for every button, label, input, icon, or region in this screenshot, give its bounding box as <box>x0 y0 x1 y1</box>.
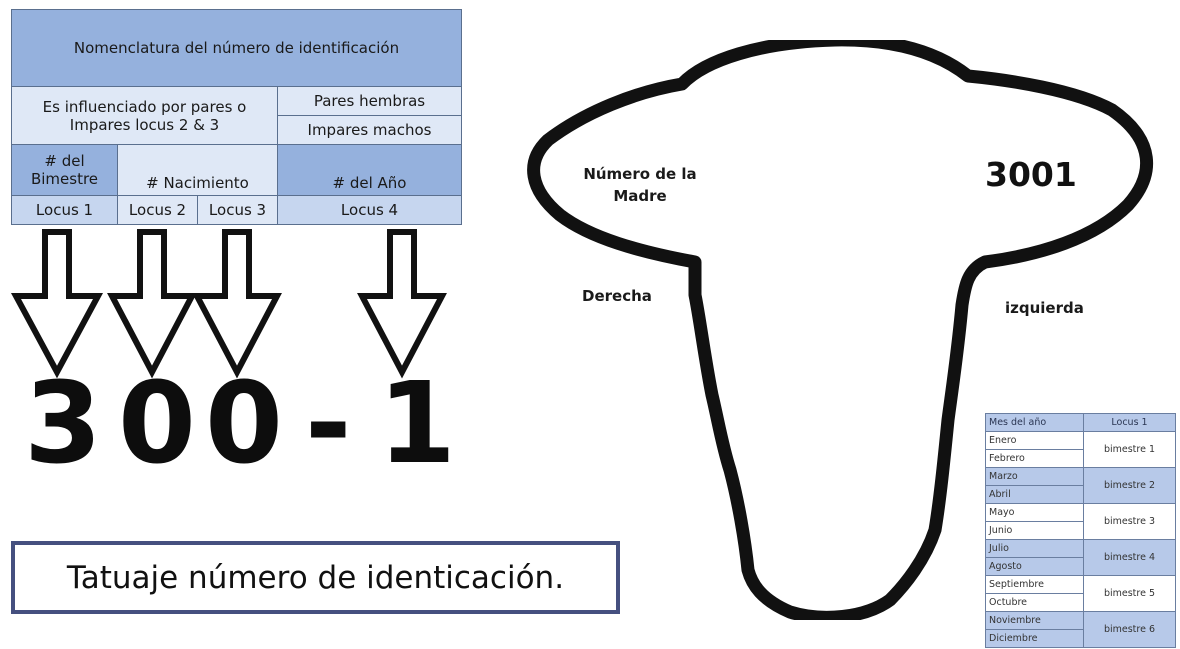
down-arrows <box>10 229 447 379</box>
months-header-locus: Locus 1 <box>1083 413 1176 432</box>
months-table: Mes del año Locus 1 Enero bimestre 1 Feb… <box>985 413 1176 648</box>
locus-1-cell: Locus 1 <box>11 195 118 225</box>
tattoo-digit-3: 0 <box>205 359 283 489</box>
even-label: Pares hembras <box>277 86 462 116</box>
birth-label: # Nacimiento <box>117 144 278 196</box>
month-cell: Noviembre <box>985 611 1084 630</box>
arrow-down-icon-1 <box>10 229 104 379</box>
caption-box: Tatuaje número de identicación. <box>11 541 620 614</box>
mother-number-label: Número de la Madre <box>583 165 697 205</box>
influence-text: Es influenciado por pares o Impares locu… <box>11 86 278 145</box>
tattoo-digit-2: 0 <box>118 359 196 489</box>
side-left-label: izquierda <box>1005 299 1084 317</box>
month-cell: Junio <box>985 521 1084 540</box>
caption-text: Tatuaje número de identicación. <box>66 559 565 596</box>
nomenclature-title: Nomenclatura del número de identificació… <box>11 9 462 87</box>
bimester-cell: bimestre 2 <box>1083 467 1176 504</box>
odd-label: Impares machos <box>277 115 462 145</box>
month-cell: Abril <box>985 485 1084 504</box>
tattoo-digit-4: 1 <box>378 359 456 489</box>
month-cell: Diciembre <box>985 629 1084 648</box>
bimester-cell: bimestre 3 <box>1083 503 1176 540</box>
month-cell: Enero <box>985 431 1084 450</box>
cow-head-icon <box>527 40 1154 620</box>
arrow-down-icon-3 <box>192 229 282 379</box>
month-cell: Septiembre <box>985 575 1084 594</box>
month-cell: Febrero <box>985 449 1084 468</box>
tattoo-digit-1: 3 <box>24 359 102 489</box>
locus-2-cell: Locus 2 <box>117 195 198 225</box>
month-cell: Agosto <box>985 557 1084 576</box>
months-header-month: Mes del año <box>985 413 1084 432</box>
nomenclature-table: Nomenclatura del número de identificació… <box>11 9 462 225</box>
bimester-label: # del Bimestre <box>11 144 118 196</box>
bimester-cell: bimestre 1 <box>1083 431 1176 468</box>
arrow-down-icon-4 <box>357 229 447 379</box>
tattoo-dash: - <box>305 359 352 489</box>
bimester-cell: bimestre 6 <box>1083 611 1176 648</box>
month-cell: Marzo <box>985 467 1084 486</box>
year-label: # del Año <box>277 144 462 196</box>
arrow-down-icon-2 <box>107 229 197 379</box>
month-cell: Julio <box>985 539 1084 558</box>
locus-4-cell: Locus 4 <box>277 195 462 225</box>
side-right-label: Derecha <box>582 287 652 305</box>
month-cell: Mayo <box>985 503 1084 522</box>
right-ear-number: 3001 <box>985 155 1077 194</box>
bimester-cell: bimestre 4 <box>1083 539 1176 576</box>
bimester-cell: bimestre 5 <box>1083 575 1176 612</box>
locus-3-cell: Locus 3 <box>197 195 278 225</box>
month-cell: Octubre <box>985 593 1084 612</box>
